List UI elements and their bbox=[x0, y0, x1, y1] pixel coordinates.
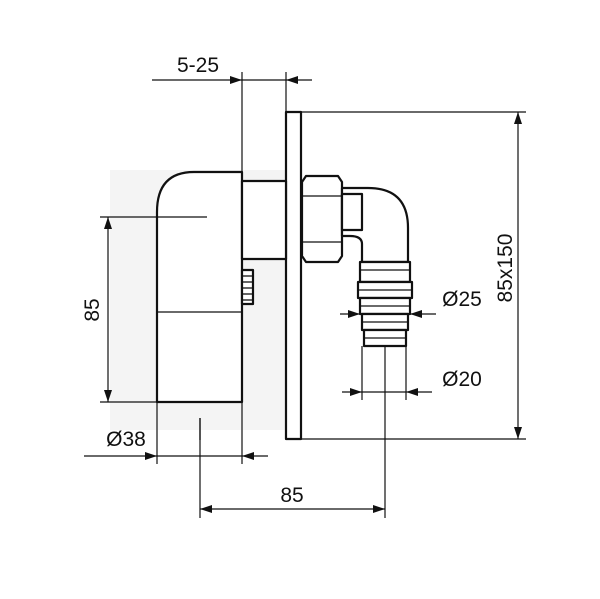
dimension-nozzle-inner bbox=[342, 346, 432, 400]
elbow-collar bbox=[340, 192, 364, 232]
dimension-plate-size bbox=[301, 111, 526, 440]
pipe-connector bbox=[240, 179, 288, 261]
drain-pipe bbox=[155, 170, 244, 404]
wall-offset-label: 5-25 bbox=[177, 54, 219, 77]
pipe-diameter-label: Ø38 bbox=[106, 428, 146, 451]
knurled-screw bbox=[240, 268, 255, 306]
dimension-wall-offset bbox=[152, 72, 312, 172]
dimension-pipe-diameter bbox=[84, 402, 268, 464]
outlet-height-label: 85 bbox=[81, 298, 104, 321]
screw-knurling bbox=[242, 275, 253, 301]
wall-plate bbox=[284, 110, 303, 441]
plate-size-label: 85x150 bbox=[494, 234, 517, 303]
horizontal-spacing-label: 85 bbox=[280, 484, 303, 507]
dimension-outlet-height bbox=[100, 216, 207, 403]
dimension-nozzle-outer bbox=[340, 310, 436, 318]
hose-nozzle bbox=[356, 260, 414, 348]
nozzle-outer-diameter-label: Ø25 bbox=[442, 288, 482, 311]
hex-nut bbox=[300, 174, 344, 264]
nozzle-inner-diameter-label: Ø20 bbox=[442, 368, 482, 391]
